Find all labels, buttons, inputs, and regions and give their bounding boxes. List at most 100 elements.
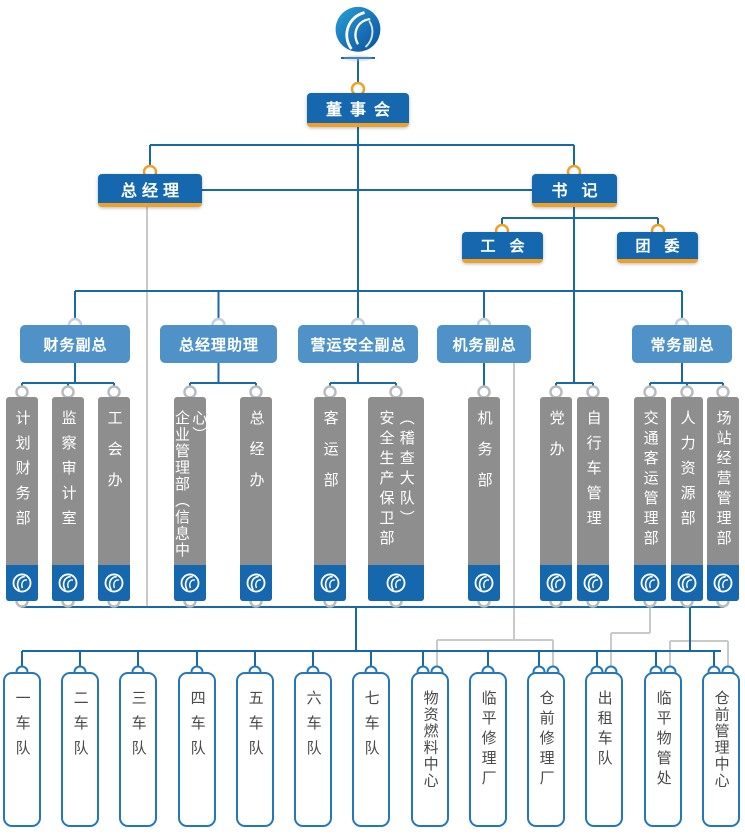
department-label-area: 安全生产保卫部 （稽查大队） [368, 397, 424, 565]
node-general-manager-label: 总经理 [120, 182, 184, 200]
node-secretary: 书记 [532, 174, 617, 207]
company-logo-icon [335, 6, 381, 62]
node-union: 工会 [462, 232, 543, 263]
company-swirl-icon [677, 573, 697, 593]
unit-node: 二车队 [61, 672, 99, 827]
unit-node: 七车队 [352, 672, 390, 827]
unit-label: 三车队 [129, 690, 147, 765]
department-footer [52, 565, 84, 601]
department-node: 计划财务部 [6, 397, 38, 601]
department-label-area: 人力资源部 [671, 397, 703, 565]
company-swirl-icon [12, 573, 32, 593]
department-label-area: 计划财务部 [6, 397, 38, 565]
unit-label: 仓前管理中心 [712, 690, 730, 789]
department-label-area: 机务部 [468, 397, 500, 565]
unit-label: 五车队 [246, 690, 264, 765]
vp-node: 营运安全副总 [298, 325, 418, 363]
unit-node: 仓前修理厂 [527, 672, 565, 827]
department-label: 机务部 [475, 410, 493, 503]
department-node: 客运部 [314, 397, 346, 601]
unit-node: 三车队 [119, 672, 157, 827]
node-secretary-label: 书记 [551, 182, 612, 200]
unit-node: 临平物管处 [644, 672, 682, 827]
company-swirl-icon [180, 573, 200, 593]
company-swirl-icon [713, 573, 733, 593]
department-footer [314, 565, 346, 601]
department-label-area: 监察审计室 [52, 397, 84, 565]
unit-label: 出租车队 [595, 690, 613, 770]
vp-node: 常务副总 [632, 325, 732, 363]
unit-node: 六车队 [294, 672, 332, 827]
department-label: 自行车管理 [584, 410, 602, 535]
department-footer [368, 565, 424, 601]
company-swirl-icon [474, 573, 494, 593]
company-swirl-icon [386, 573, 406, 593]
department-footer [634, 565, 666, 601]
vp-node: 总经理助理 [160, 325, 277, 363]
department-footer [671, 565, 703, 601]
department-label: 工会办 [105, 410, 123, 503]
unit-label: 物资燃料中心 [421, 690, 439, 789]
department-label: 计划财务部 [13, 410, 31, 535]
vp-node-label: 财务副总 [43, 336, 108, 354]
unit-node: 仓前管理中心 [702, 672, 740, 827]
department-label-area: 场站经营管理部 [707, 397, 739, 565]
department-label: 监察审计室 [59, 410, 77, 535]
department-node: 机务部 [468, 397, 500, 601]
department-label-area: 交通客运管理部 [634, 397, 666, 565]
node-board-label: 董事会 [325, 102, 398, 119]
unit-label: 仓前修理厂 [537, 690, 555, 790]
department-node: 场站经营管理部 [707, 397, 739, 601]
department-node: 总经办 [240, 397, 272, 601]
unit-node: 一车队 [3, 672, 41, 827]
department-footer [468, 565, 500, 601]
department-node: 自行车管理 [577, 397, 609, 601]
vp-node: 财务副总 [20, 325, 130, 363]
department-footer [98, 565, 130, 601]
unit-label: 七车队 [362, 690, 380, 765]
vp-node-label: 营运安全副总 [310, 336, 407, 354]
department-label: 安全生产保卫部 [377, 410, 395, 550]
vp-node-label: 总经理助理 [178, 336, 259, 354]
company-swirl-icon [640, 573, 660, 593]
unit-label: 六车队 [304, 690, 322, 765]
unit-label: 四车队 [188, 690, 206, 765]
department-node: 党办 [540, 397, 572, 601]
unit-node: 出租车队 [585, 672, 623, 827]
unit-label: 临平修理厂 [479, 690, 497, 790]
department-label: 总经办 [247, 410, 265, 503]
company-swirl-icon [320, 573, 340, 593]
unit-node: 四车队 [178, 672, 216, 827]
company-swirl-icon [546, 573, 566, 593]
node-union-label: 工会 [480, 238, 539, 255]
department-node: 企业管理部（信息中心） [174, 397, 206, 601]
vp-node: 机务副总 [437, 325, 531, 363]
department-footer [707, 565, 739, 601]
department-node: 安全生产保卫部 （稽查大队） [368, 397, 424, 601]
department-label: 场站经营管理部 [714, 410, 732, 550]
department-label: 企业管理部（信息中心） [174, 410, 206, 559]
unit-label: 二车队 [71, 690, 89, 765]
department-label-area: 工会办 [98, 397, 130, 565]
node-board: 董事会 [307, 93, 409, 127]
unit-node: 临平修理厂 [469, 672, 507, 827]
department-label-area: 企业管理部（信息中心） [174, 397, 206, 565]
department-node: 交通客运管理部 [634, 397, 666, 601]
unit-label: 临平物管处 [654, 690, 672, 790]
department-label-area: 客运部 [314, 397, 346, 565]
department-label-area: 自行车管理 [577, 397, 609, 565]
department-label-area: 总经办 [240, 397, 272, 565]
department-footer [174, 565, 206, 601]
company-swirl-icon [104, 573, 124, 593]
department-label-area: 党办 [540, 397, 572, 565]
company-swirl-icon [58, 573, 78, 593]
vp-node-label: 常务副总 [650, 336, 715, 354]
node-general-manager: 总经理 [98, 174, 202, 207]
department-footer [577, 565, 609, 601]
department-label: 人力资源部 [678, 410, 696, 535]
vp-node-label: 机务副总 [452, 336, 517, 354]
company-swirl-icon [583, 573, 603, 593]
department-node: 工会办 [98, 397, 130, 601]
department-node: 监察审计室 [52, 397, 84, 601]
